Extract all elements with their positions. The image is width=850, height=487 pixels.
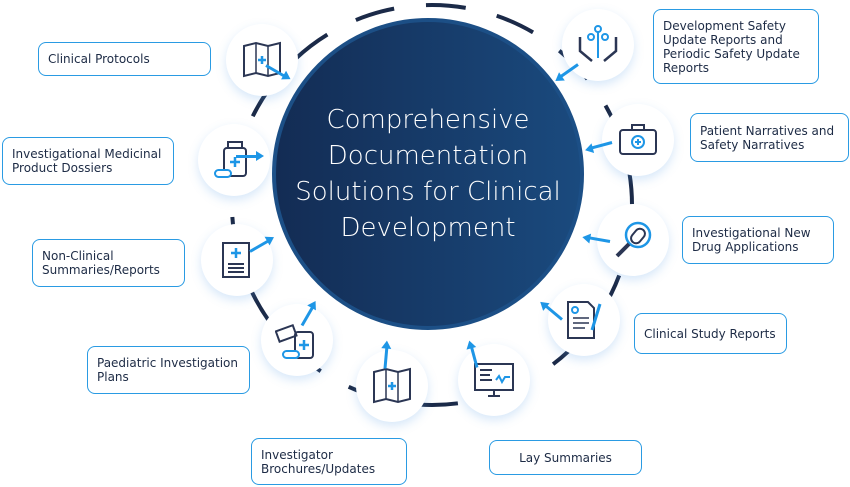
label-ind-applications: Investigational New Drug Applications (682, 216, 834, 264)
monitor-chart-icon (474, 363, 514, 397)
node-investigator-brochures (356, 350, 428, 422)
medicine-cost-icon (275, 323, 314, 359)
brochure-icon (373, 367, 411, 404)
node-clinical-study-reports (548, 284, 620, 356)
label-lay-summaries: Lay Summaries (489, 440, 642, 475)
label-imp-dossiers: Investigational Medicinal Product Dossie… (2, 137, 174, 185)
magnifier-pill-icon (615, 221, 652, 258)
arrow-icon (236, 151, 264, 161)
first-aid-kit-icon (619, 124, 657, 155)
signed-document-icon (567, 301, 602, 339)
node-lay-summaries (458, 344, 530, 416)
medical-report-icon (222, 242, 250, 278)
label-clinical-protocols: Clinical Protocols (38, 42, 211, 76)
label-clinical-study-reports: Clinical Study Reports (634, 313, 787, 354)
node-paediatric (261, 304, 333, 376)
node-dsur-psur (562, 9, 634, 81)
medicine-bottle-icon (214, 141, 247, 178)
center-hub: Comprehensive Documentation Solutions fo… (272, 18, 584, 330)
node-clinical-protocols (226, 24, 298, 96)
node-patient-narratives (602, 104, 674, 176)
label-patient-narratives: Patient Narratives and Safety Narratives (690, 113, 849, 162)
label-paediatric: Paediatric Investigation Plans (87, 346, 250, 394)
label-dsur-psur: Development Safety Update Reports and Pe… (653, 9, 819, 84)
node-non-clinical (201, 224, 273, 296)
label-investigator-brochures: Investigator Brochures/Updates (251, 438, 407, 485)
label-non-clinical: Non-Clinical Summaries/Reports (32, 239, 185, 287)
center-title: Comprehensive Documentation Solutions fo… (295, 105, 561, 243)
hands-care-icon (578, 25, 618, 62)
brochure-icon (243, 41, 281, 78)
